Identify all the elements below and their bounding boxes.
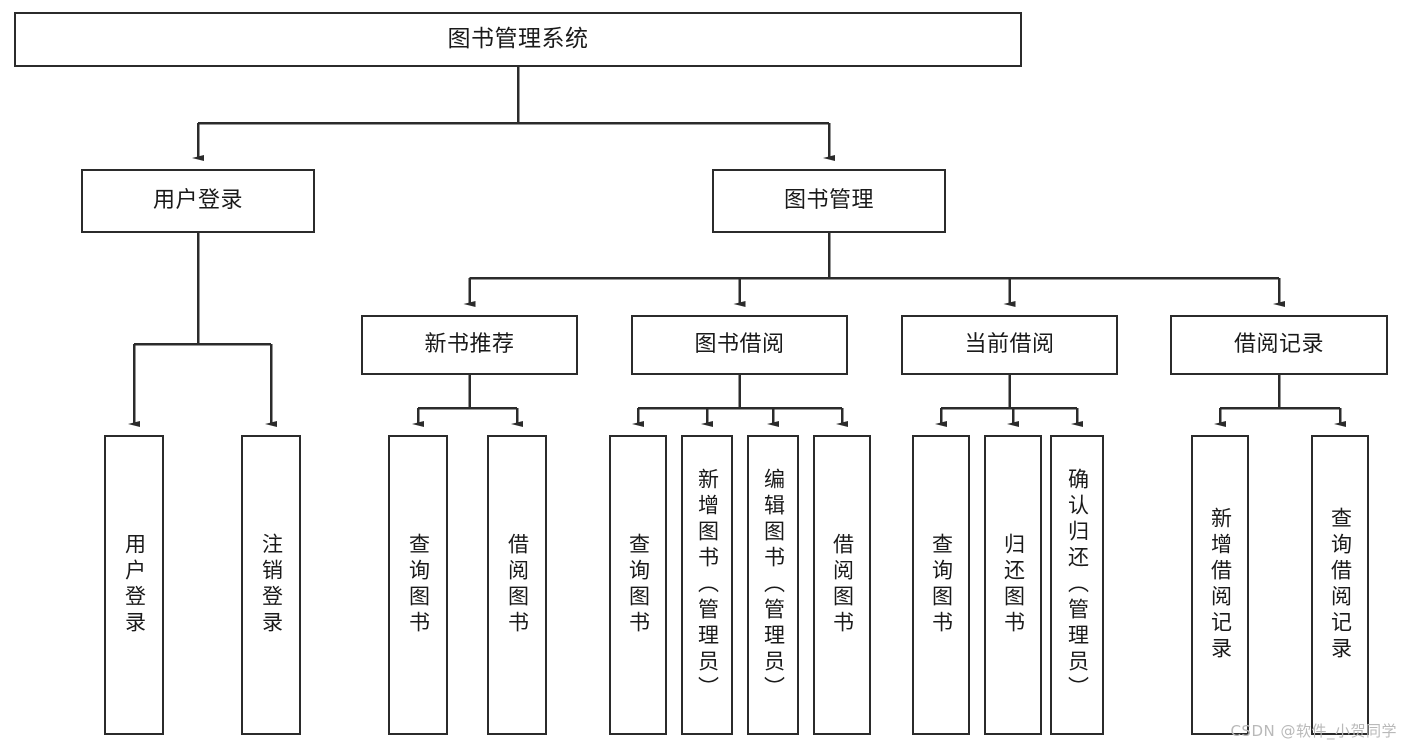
node-leaf-query-record[interactable]: 查询借阅记录 [1311, 435, 1369, 735]
node-leaf-user-login[interactable]: 用户登录 [104, 435, 164, 735]
node-label-root: 图书管理系统 [447, 26, 589, 53]
node-leaf-confirm-return[interactable]: 确认归还（管理员） [1050, 435, 1104, 735]
node-user-login[interactable]: 用户登录 [81, 169, 315, 233]
node-label-book-borrow: 图书借阅 [694, 332, 785, 358]
node-leaf-borrow-book-1[interactable]: 借阅图书 [487, 435, 547, 735]
node-label-leaf-user-login: 用户登录 [122, 533, 147, 637]
node-leaf-query-book-2[interactable]: 查询图书 [609, 435, 667, 735]
node-label-leaf-borrow-book-2: 借阅图书 [830, 533, 855, 637]
node-book-borrow[interactable]: 图书借阅 [631, 315, 848, 375]
node-root[interactable]: 图书管理系统 [14, 12, 1022, 67]
node-label-new-book-rec: 新书推荐 [424, 332, 515, 358]
node-label-user-login: 用户登录 [152, 188, 243, 214]
node-label-leaf-edit-book: 编辑图书（管理员） [761, 468, 786, 702]
node-leaf-add-book[interactable]: 新增图书（管理员） [681, 435, 733, 735]
node-new-book-rec[interactable]: 新书推荐 [361, 315, 578, 375]
node-label-leaf-borrow-book-1: 借阅图书 [505, 533, 530, 637]
node-label-leaf-query-book-2: 查询图书 [626, 533, 651, 637]
node-label-leaf-confirm-return: 确认归还（管理员） [1065, 468, 1090, 702]
node-label-leaf-return-book: 归还图书 [1001, 533, 1026, 637]
node-borrow-record[interactable]: 借阅记录 [1170, 315, 1388, 375]
node-leaf-return-book[interactable]: 归还图书 [984, 435, 1042, 735]
node-label-book-manage: 图书管理 [783, 188, 874, 214]
node-leaf-edit-book[interactable]: 编辑图书（管理员） [747, 435, 799, 735]
node-leaf-logout[interactable]: 注销登录 [241, 435, 301, 735]
node-leaf-add-record[interactable]: 新增借阅记录 [1191, 435, 1249, 735]
edge-group [128, 67, 1346, 427]
node-leaf-query-book-3[interactable]: 查询图书 [912, 435, 970, 735]
node-label-current-borrow: 当前借阅 [964, 332, 1055, 358]
node-leaf-query-book-1[interactable]: 查询图书 [388, 435, 448, 735]
node-label-borrow-record: 借阅记录 [1233, 332, 1324, 358]
node-label-leaf-add-book: 新增图书（管理员） [695, 468, 720, 702]
node-label-leaf-query-book-1: 查询图书 [406, 533, 431, 637]
node-label-leaf-query-record: 查询借阅记录 [1328, 507, 1353, 663]
node-label-leaf-add-record: 新增借阅记录 [1208, 507, 1233, 663]
node-book-manage[interactable]: 图书管理 [712, 169, 946, 233]
node-current-borrow[interactable]: 当前借阅 [901, 315, 1118, 375]
node-leaf-borrow-book-2[interactable]: 借阅图书 [813, 435, 871, 735]
node-label-leaf-query-book-3: 查询图书 [929, 533, 954, 637]
node-label-leaf-logout: 注销登录 [259, 533, 284, 637]
